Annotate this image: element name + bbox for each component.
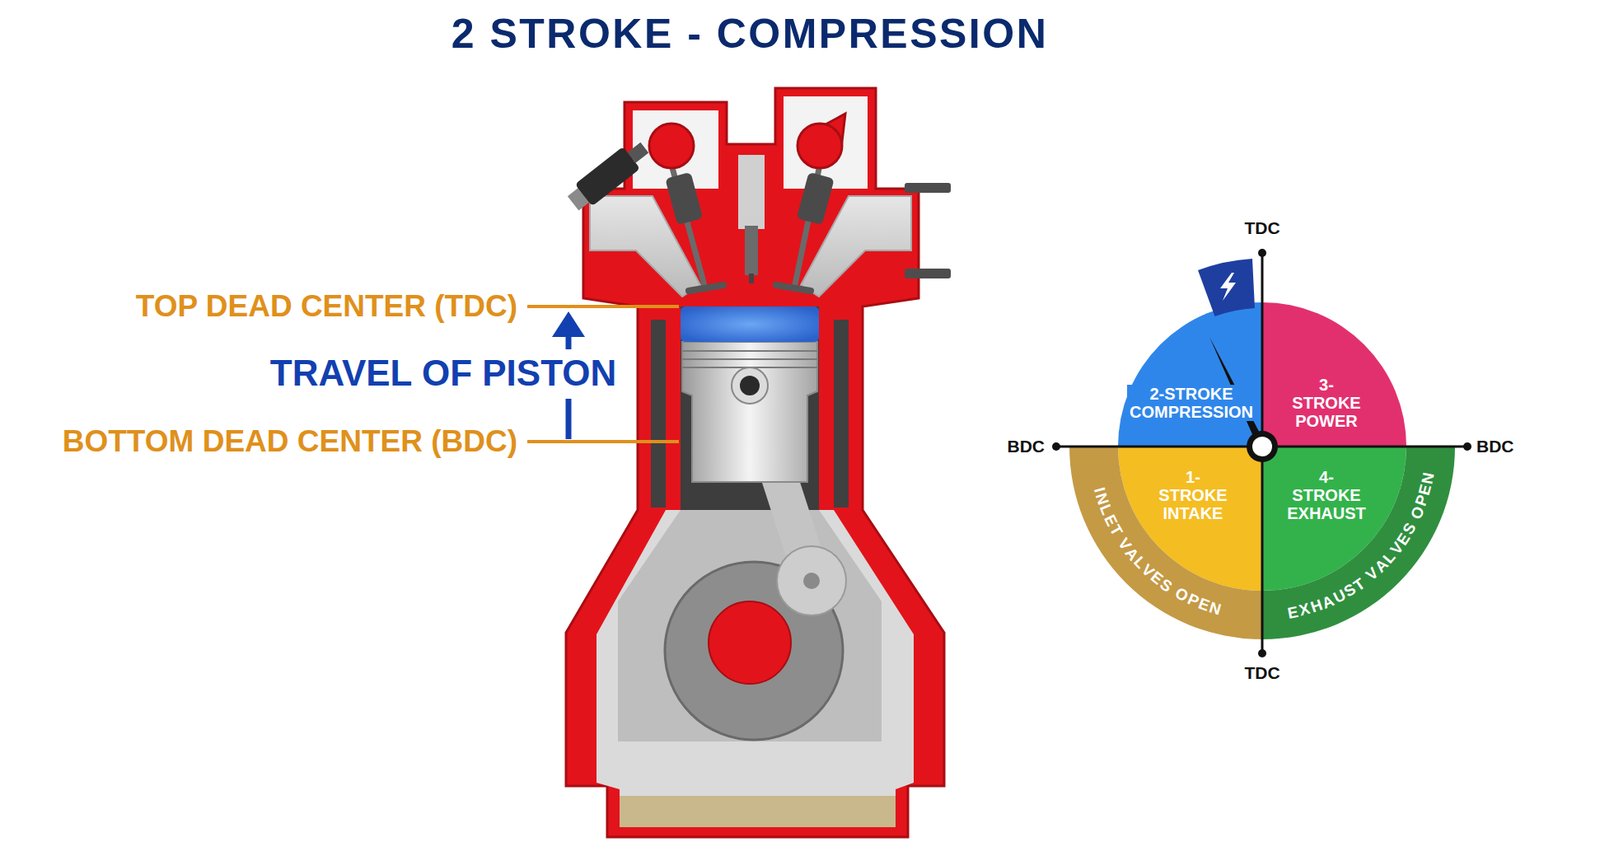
band-fill xyxy=(1069,446,1263,640)
quadrant-fill xyxy=(1118,446,1263,591)
quadrant-fill xyxy=(1118,302,1263,447)
quadrant-fill xyxy=(1262,302,1407,447)
dial-mark: TDC xyxy=(1244,663,1280,683)
dial-mark: BDC xyxy=(1476,436,1515,456)
stroke-quadrant: 2-STROKE COMPRESSION xyxy=(1118,302,1263,447)
dial-mark: TDC xyxy=(1244,218,1280,238)
quadrant-shape xyxy=(1118,302,1263,447)
dial-mark: BDC xyxy=(1007,436,1046,456)
stroke-label: 2-STROKE COMPRESSION xyxy=(1127,384,1256,422)
stroke-quadrant: 3-STROKE POWER xyxy=(1262,302,1407,447)
position-label: TOP DEAD CENTER (TDC) xyxy=(135,290,518,324)
stroke-label: 4-STROKE EXHAUST xyxy=(1284,467,1369,523)
stroke-label: 3-STROKE POWER xyxy=(1289,375,1363,431)
valve-band: INLET VALVES OPEN xyxy=(1069,446,1263,640)
diagram-title: 2 STROKE - COMPRESSION xyxy=(451,11,1049,57)
band-label: EXHAUST VALVES OPEN xyxy=(1262,446,1455,640)
band-fill xyxy=(1262,446,1455,640)
travel-label: TRAVEL OF PISTON xyxy=(270,353,618,393)
quadrant-fill xyxy=(1262,446,1407,591)
band-letter: N xyxy=(1418,471,1437,486)
band-label: INLET VALVES OPEN xyxy=(1069,446,1263,640)
valve-band: EXHAUST VALVES OPEN xyxy=(1262,446,1455,640)
position-label: BOTTOM DEAD CENTER (BDC) xyxy=(62,425,518,459)
stroke-label: 1-STROKE INTAKE xyxy=(1155,467,1230,523)
